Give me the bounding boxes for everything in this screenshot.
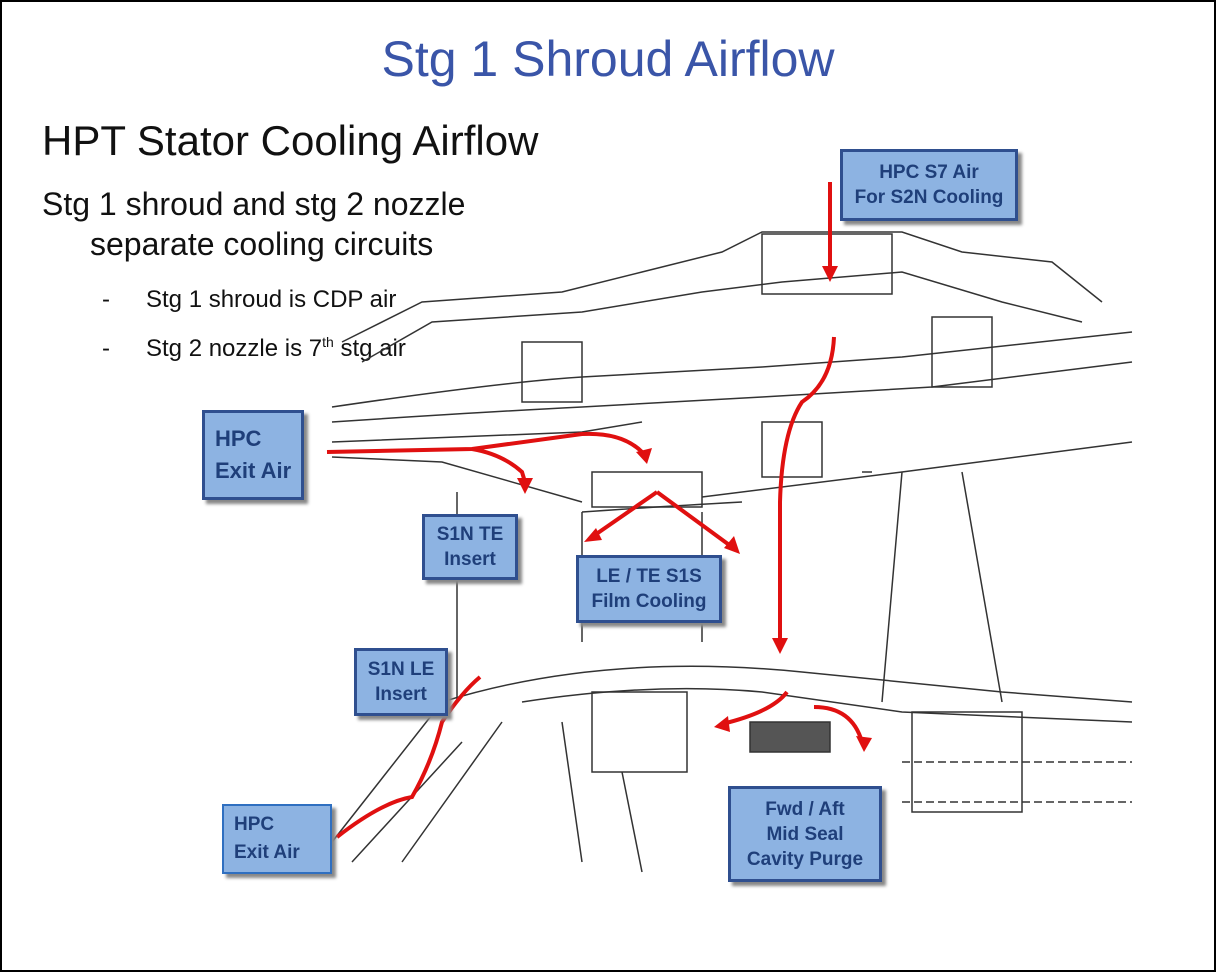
label-line: HPC: [215, 426, 262, 451]
label-line: Cavity Purge: [746, 848, 864, 870]
subheading-line-2: separate cooling circuits: [90, 226, 434, 262]
label-line: Exit Air: [215, 458, 292, 483]
label-s1n-le-insert: S1N LE Insert: [354, 648, 448, 716]
bullet-sup: th: [322, 334, 334, 350]
label-line: Fwd / Aft: [765, 798, 845, 820]
label-line: S1N TE: [436, 524, 504, 545]
label-line: HPC: [234, 814, 275, 835]
bullet-text: Stg 2 nozzle is 7: [146, 335, 323, 362]
bullet-tail: stg air: [333, 335, 406, 362]
slide-title: Stg 1 Shroud Airflow: [381, 31, 835, 87]
label-line: Insert: [444, 549, 496, 570]
arrow-heads: [517, 266, 872, 752]
label-line: Mid Seal: [766, 823, 844, 845]
label-line: S1N LE: [367, 659, 435, 680]
bullet-1: - Stg 1 shroud is CDP air: [102, 286, 396, 314]
label-line: HPC S7 Air: [879, 162, 979, 183]
label-hpc-exit-air-top: HPC Exit Air: [202, 410, 304, 500]
label-s1n-te-insert: S1N TE Insert: [422, 514, 518, 580]
airflow-arrows: [326, 182, 864, 839]
bullet-2: - Stg 2 nozzle is 7th stg air: [102, 334, 406, 363]
subheading-line-1: Stg 1 shroud and stg 2 nozzle: [42, 186, 466, 222]
bullet-text: Stg 1 shroud is CDP air: [146, 286, 397, 313]
label-line: Film Cooling: [591, 591, 707, 612]
bullet-dash: -: [102, 286, 110, 313]
label-line: Insert: [375, 684, 427, 705]
label-line: For S2N Cooling: [854, 187, 1004, 208]
bullet-dash: -: [102, 335, 110, 362]
label-hpc-exit-air-bottom: HPC Exit Air: [222, 804, 332, 874]
label-line: Exit Air: [234, 842, 300, 863]
subheading: Stg 1 shroud and stg 2 nozzle separate c…: [42, 184, 465, 264]
label-line: LE / TE S1S: [596, 566, 702, 587]
label-le-te-s1s-film-cooling: LE / TE S1S Film Cooling: [576, 555, 722, 623]
heading: HPT Stator Cooling Airflow: [42, 117, 539, 164]
